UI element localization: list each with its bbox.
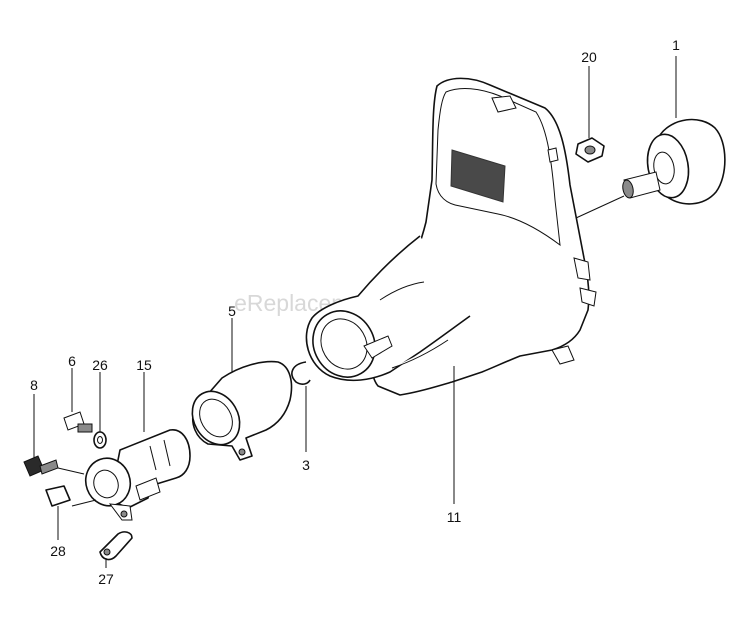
clutch-cover-part <box>305 77 597 396</box>
pipe-holder-part <box>191 360 293 461</box>
label-28: 28 <box>50 543 66 559</box>
label-15: 15 <box>136 357 152 373</box>
label-27: 27 <box>98 571 114 587</box>
clutch-drum-part <box>622 118 726 205</box>
leader-15b <box>71 499 97 507</box>
label-26: 26 <box>92 357 108 373</box>
leader-1b <box>575 195 625 219</box>
washer-part <box>93 431 107 449</box>
part-labels: 1 20 11 5 3 15 6 26 8 28 27 <box>30 37 680 587</box>
label-5: 5 <box>228 303 236 319</box>
label-20: 20 <box>581 49 597 65</box>
knob-bolt-part <box>23 455 59 477</box>
plate-part <box>99 531 133 561</box>
leader-8b <box>57 467 85 475</box>
label-8: 8 <box>30 377 38 393</box>
label-1: 1 <box>672 37 680 53</box>
bolt-part <box>63 411 93 433</box>
nut-part <box>575 137 605 163</box>
square-nut-part <box>45 485 71 507</box>
label-6: 6 <box>68 353 76 369</box>
label-3: 3 <box>302 457 310 473</box>
snap-ring-part <box>291 361 311 385</box>
leader-lines <box>33 56 677 568</box>
handle-bracket-part <box>84 429 191 521</box>
label-11: 11 <box>447 509 462 525</box>
